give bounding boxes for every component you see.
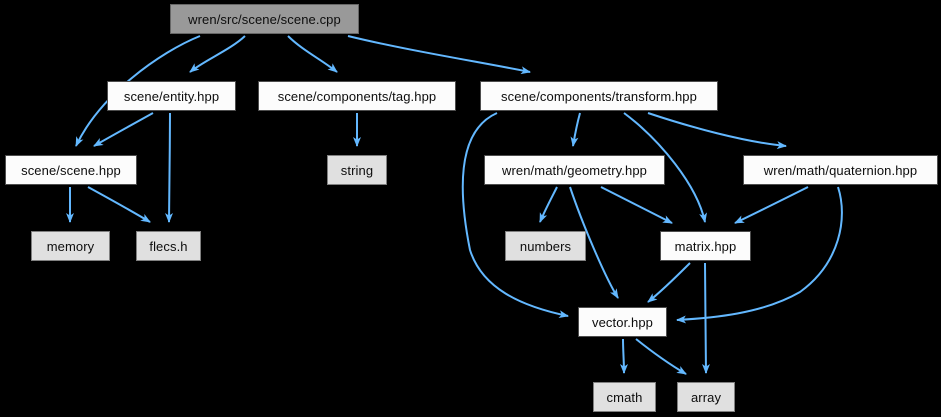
edge-matrix_hpp-to-array: [701, 262, 710, 374]
node-scene_cpp[interactable]: wren/src/scene/scene.cpp: [170, 4, 359, 34]
edge-scene_cpp-to-entity_hpp: [189, 35, 246, 73]
edge-scene_cpp-to-scene_hpp: [75, 35, 201, 147]
node-label-flecs_h: flecs.h: [149, 238, 188, 254]
edge-transform_hpp-to-vector_hpp: [461, 112, 569, 319]
node-label-matrix_hpp: matrix.hpp: [674, 238, 737, 254]
node-label-cmath: cmath: [606, 389, 643, 405]
node-memory[interactable]: memory: [31, 231, 110, 261]
edge-entity_hpp-to-scene_hpp: [93, 112, 154, 147]
node-quaternion_hpp[interactable]: wren/math/quaternion.hpp: [743, 155, 938, 185]
node-transform_hpp[interactable]: scene/components/transform.hpp: [480, 81, 718, 111]
node-cmath[interactable]: cmath: [593, 382, 656, 412]
edge-geometry_hpp-to-vector_hpp: [569, 186, 619, 299]
node-label-array: array: [690, 389, 722, 405]
node-label-tag_hpp: scene/components/tag.hpp: [277, 88, 437, 104]
node-vector_hpp[interactable]: vector.hpp: [578, 307, 667, 337]
node-flecs_h[interactable]: flecs.h: [136, 231, 201, 261]
node-tag_hpp[interactable]: scene/components/tag.hpp: [258, 81, 456, 111]
edge-geometry_hpp-to-numbers: [539, 186, 558, 223]
node-numbers[interactable]: numbers: [505, 231, 586, 261]
edge-scene_hpp-to-flecs_h: [87, 186, 151, 223]
edge-quaternion_hpp-to-vector_hpp: [676, 186, 843, 324]
edge-entity_hpp-to-flecs_h: [165, 112, 174, 223]
node-scene_hpp[interactable]: scene/scene.hpp: [5, 155, 137, 185]
node-array[interactable]: array: [677, 382, 735, 412]
node-label-vector_hpp: vector.hpp: [592, 314, 653, 330]
edge-transform_hpp-to-geometry_hpp: [570, 112, 581, 147]
node-label-scene_cpp: wren/src/scene/scene.cpp: [188, 11, 341, 27]
edge-quaternion_hpp-to-matrix_hpp: [734, 186, 809, 224]
edge-scene_cpp-to-tag_hpp: [287, 35, 338, 73]
edge-scene_cpp-to-transform_hpp: [347, 35, 531, 75]
edge-geometry_hpp-to-matrix_hpp: [600, 186, 673, 224]
edge-transform_hpp-to-quaternion_hpp: [647, 112, 787, 150]
edge-vector_hpp-to-cmath: [619, 338, 628, 374]
node-label-geometry_hpp: wren/math/geometry.hpp: [501, 162, 648, 178]
edge-transform_hpp-to-matrix_hpp: [623, 112, 708, 223]
node-string[interactable]: string: [327, 155, 387, 185]
edge-matrix_hpp-to-vector_hpp: [647, 262, 691, 303]
node-label-scene_hpp: scene/scene.hpp: [21, 162, 121, 178]
edges-group: [66, 35, 843, 375]
node-matrix_hpp[interactable]: matrix.hpp: [660, 231, 751, 261]
node-label-transform_hpp: scene/components/transform.hpp: [501, 88, 697, 104]
node-geometry_hpp[interactable]: wren/math/geometry.hpp: [484, 155, 665, 185]
node-label-quaternion_hpp: wren/math/quaternion.hpp: [763, 162, 918, 178]
edge-vector_hpp-to-array: [635, 338, 687, 375]
node-label-entity_hpp: scene/entity.hpp: [123, 88, 220, 104]
node-entity_hpp[interactable]: scene/entity.hpp: [107, 81, 236, 111]
node-label-numbers: numbers: [519, 238, 572, 254]
node-label-memory: memory: [46, 238, 95, 254]
node-label-string: string: [340, 162, 374, 178]
